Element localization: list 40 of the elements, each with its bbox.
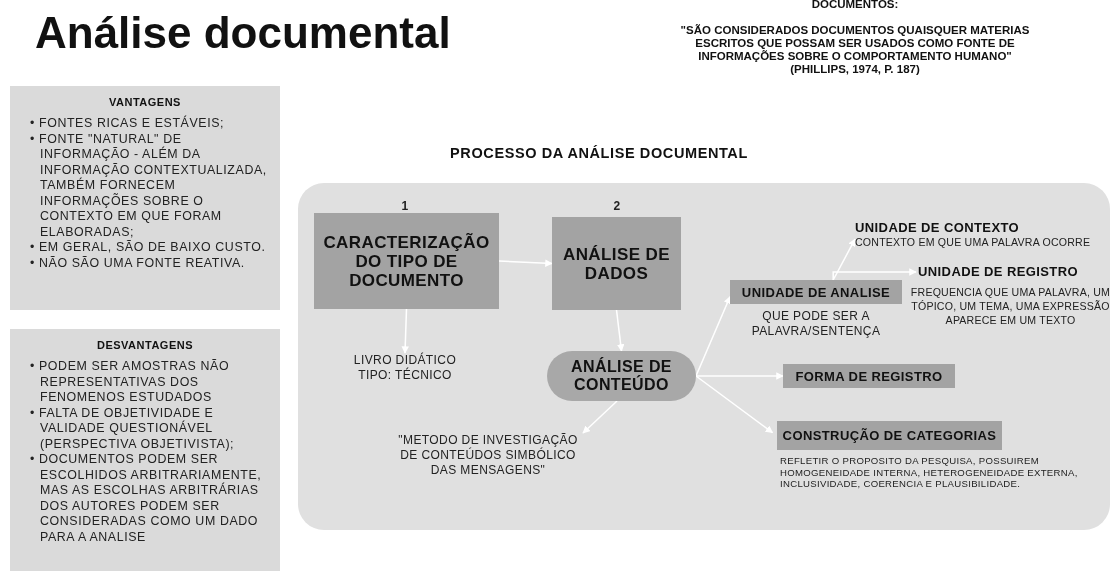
step-box: CONSTRUÇÃO DE CATEGORIAS (777, 421, 1002, 450)
title-heading: Análise documental (35, 8, 451, 58)
note-text: LIVRO DIDÁTICO TIPO: TÉCNICO (350, 353, 460, 387)
step-box: FORMA DE REGISTRO (783, 364, 955, 388)
process-box: CARACTERIZAÇÃO DO TIPO DE DOCUMENTO (314, 213, 499, 309)
item-heading: UNIDADE DE REGISTRO (918, 264, 1079, 279)
bullet-item: • FALTA DE OBJETIVIDADE E VALIDADE QUESTIONÁVEL (PERSPECTIVA OBJETIVISTA); (30, 405, 236, 452)
info-card (10, 329, 280, 571)
arrow (582, 400, 618, 434)
step-number: 2 (612, 199, 622, 213)
arrow (695, 296, 731, 377)
step-box: UNIDADE DE ANALISE (730, 280, 902, 304)
bullet-item: • DOCUMENTOS PODEM SER ESCOLHIDOS ARBITRARIAMENTE, MAS AS ESCOLHAS ARBITRÁRIAS DOS AUTORES PODEM SER CONSIDERADAS COMO UM DADO PARA A ANALISE (30, 452, 263, 545)
bullet-item: • FONTE "NATURAL" DE INFORMAÇÃO - ALÉM DA INFORMAÇÃO CONTEXTUALIZADA, TAMBÉM FORNECEM INFORMAÇÕES SOBRE O CONTEXTO EM QUE FORAM ELABORADAS; (30, 131, 268, 240)
process-box: ANÁLISE DE DADOS (552, 217, 681, 310)
process-pill: ANÁLISE DE CONTEÚDO (547, 351, 696, 401)
section-heading: DOCUMENTOS: (810, 0, 900, 11)
arrow (695, 375, 774, 434)
info-card (10, 86, 280, 310)
step-number: 1 (400, 199, 410, 213)
arrow (832, 268, 917, 281)
bullet-item: • EM GERAL, SÃO DE BAIXO CUSTO. (30, 240, 267, 256)
arrow (832, 238, 856, 281)
item-heading: UNIDADE DE CONTEXTO (855, 220, 1021, 235)
panel-heading: PROCESSO DA ANÁLISE DOCUMENTAL (449, 145, 749, 163)
bullet-item: • NÃO SÃO UMA FONTE REATIVA. (30, 255, 246, 271)
arrow (498, 259, 553, 267)
description-text: QUE PODE SER A PALAVRA/SENTENÇA (750, 309, 882, 340)
bullet-item: • PODEM SER AMOSTRAS NÃO REPRESENTATIVAS DOS FENOMENOS ESTUDADOS (30, 359, 231, 406)
description-text: REFLETIR O PROPOSITO DA PESQUISA, POSSUIREM HOMOGENEIDADE INTERNA, HETEROGENEIDADE EXTERNA, INCLUSIVIDADE, COERENCIA E PLAUSIBILIDADE. (780, 455, 1079, 491)
item-description: FREQUENCIA QUE UMA PALAVRA, UM TÓPICO, UM TEMA, UMA EXPRESSÃO APARECE EM UM TEXTO (909, 285, 1112, 327)
item-description: CONTEXTO EM QUE UMA PALAVRA OCORRE (855, 235, 1092, 249)
card-heading: VANTAGENS (108, 96, 182, 108)
bullet-item: • FONTES RICAS E ESTÁVEIS; (30, 116, 226, 132)
arrow (401, 308, 409, 354)
quote-text: "SÃO CONSIDERADOS DOCUMENTOS QUAISQUER MATERIAS ESCRITOS QUE POSSAM SER USADOS COMO FONTE DE INFORMAÇÕES SOBRE O COMPORTAMENTO HUMANO" (PHILLIPS, 1974, P. 187) (679, 24, 1031, 76)
note-text: "METODO DE INVESTIGAÇÃO DE CONTEÚDOS SIMBÓLICO DAS MENSAGENS" (393, 433, 583, 503)
card-heading: DESVANTAGENS (95, 339, 194, 351)
arrow (695, 372, 784, 380)
arrow (615, 309, 625, 352)
